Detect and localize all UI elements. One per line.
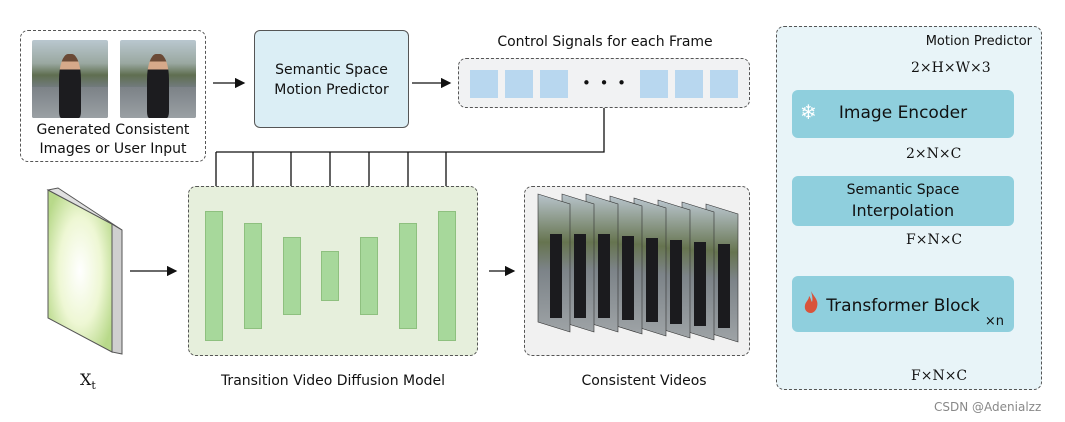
unet-block-7 bbox=[438, 211, 456, 341]
dim-input: 2×H×W×3 bbox=[911, 60, 991, 76]
unet-block-2 bbox=[244, 223, 262, 329]
xt-label-main: X bbox=[80, 370, 92, 389]
motion-predictor-title: Motion Predictor bbox=[925, 34, 1032, 49]
unet-block-3 bbox=[283, 237, 301, 315]
unet-block-5 bbox=[360, 237, 378, 315]
signal-frame-6 bbox=[710, 70, 738, 98]
image-encoder-label: Image Encoder bbox=[838, 103, 968, 123]
control-signals-title: Control Signals for each Frame bbox=[497, 34, 713, 50]
input-caption-line2: Images or User Input bbox=[39, 141, 187, 157]
unet-block-1 bbox=[205, 211, 223, 341]
snowflake-icon: ❄ bbox=[800, 100, 817, 124]
signal-frame-3 bbox=[540, 70, 568, 98]
xt-label: Xt bbox=[80, 370, 96, 392]
semantic-predictor-box: Semantic Space Motion Predictor bbox=[254, 30, 409, 128]
signal-frame-1 bbox=[470, 70, 498, 98]
diffusion-model-caption: Transition Video Diffusion Model bbox=[220, 373, 446, 389]
image-encoder-box: ❄ Image Encoder bbox=[792, 90, 1014, 138]
watermark: CSDN @Adenialzz bbox=[934, 400, 1042, 414]
unet-block-6 bbox=[399, 223, 417, 329]
interpolation-line2: Interpolation bbox=[851, 201, 955, 220]
dim-output: F×N×C bbox=[911, 368, 968, 384]
input-image-1 bbox=[32, 40, 108, 118]
input-images-panel bbox=[20, 30, 206, 162]
video-frames-stack bbox=[537, 193, 739, 343]
transformer-label: Transformer Block bbox=[826, 296, 980, 316]
dim-after-encoder: 2×N×C bbox=[906, 146, 962, 162]
input-image-2 bbox=[120, 40, 196, 118]
flame-icon bbox=[804, 291, 818, 313]
interpolation-box: Semantic Space Interpolation bbox=[792, 176, 1014, 226]
signal-ellipsis: • • • bbox=[581, 74, 629, 92]
videos-caption: Consistent Videos bbox=[581, 373, 707, 389]
semantic-predictor-line2: Motion Predictor bbox=[274, 82, 389, 98]
signal-frame-2 bbox=[505, 70, 533, 98]
semantic-predictor-line1: Semantic Space bbox=[275, 62, 388, 78]
noise-latent-block bbox=[46, 187, 123, 355]
transformer-block-box: Transformer Block ×n bbox=[792, 276, 1014, 332]
repeat-label: ×n bbox=[984, 314, 1004, 329]
signal-frame-4 bbox=[640, 70, 668, 98]
unet-block-4 bbox=[321, 251, 339, 301]
signal-frame-5 bbox=[675, 70, 703, 98]
xt-label-sub: t bbox=[91, 379, 96, 393]
input-caption-line1: Generated Consistent bbox=[36, 122, 190, 138]
dim-after-interp: F×N×C bbox=[906, 232, 963, 248]
interpolation-line1: Semantic Space bbox=[846, 182, 960, 198]
